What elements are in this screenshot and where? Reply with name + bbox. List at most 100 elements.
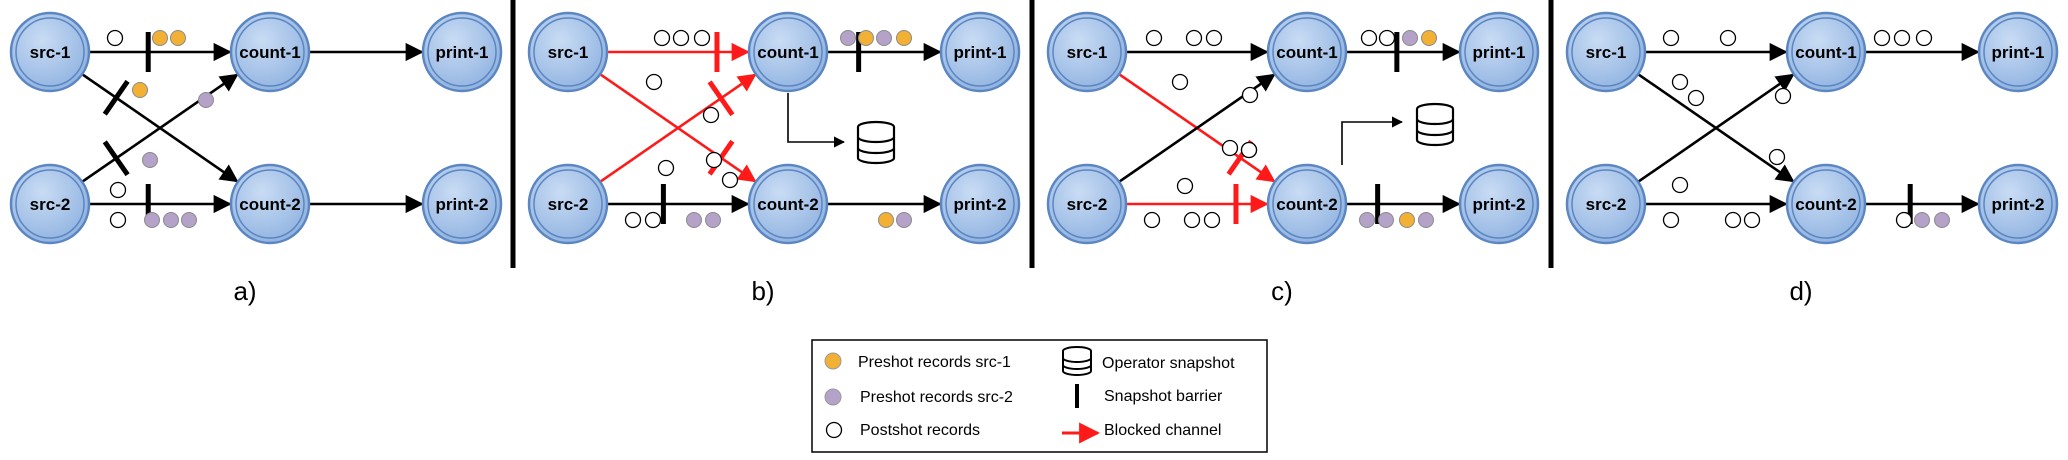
preshot-record-pre2: [1402, 30, 1418, 46]
panel-label: a): [233, 276, 256, 306]
operator-label: src-1: [548, 43, 589, 62]
postshot-record: [1768, 148, 1786, 166]
operator-node-src2: [1565, 163, 1647, 245]
operator-node-src2: [1046, 163, 1128, 245]
operator-node-src1: [1046, 11, 1128, 93]
operator-label: count-2: [239, 195, 300, 214]
preshot-record-pre1: [1421, 30, 1437, 46]
postshot-record: [1145, 29, 1163, 47]
operator-label: count-2: [757, 195, 818, 214]
operator-label: print-2: [1992, 195, 2045, 214]
operator-label: print-2: [954, 195, 1007, 214]
operator-node-print1: [421, 11, 503, 93]
operator-node-print2: [1977, 163, 2059, 245]
postshot-record: [672, 29, 690, 47]
database-icon: [1062, 346, 1092, 376]
postshot-record: [1895, 211, 1913, 229]
operator-label: print-2: [436, 195, 489, 214]
snapshot-write-arrow: [787, 93, 846, 148]
operator-label: src-2: [1067, 195, 1108, 214]
operator-label: print-1: [1992, 43, 2045, 62]
operator-node-print2: [939, 163, 1021, 245]
postshot-record: [721, 171, 739, 189]
preshot-record-pre2: [198, 92, 214, 108]
postshot-record: [109, 181, 127, 199]
panel-label: d): [1789, 276, 1812, 306]
postshot-record: [1205, 29, 1223, 47]
legend-postshot: Postshot records: [860, 422, 980, 439]
postshot-swatch: [825, 421, 843, 439]
preshot-record-pre2: [1934, 212, 1950, 228]
operator-node-count1: [229, 11, 311, 93]
postshot-record: [1671, 176, 1689, 194]
operator-label: print-2: [1473, 195, 1526, 214]
postshot-record: [705, 151, 723, 169]
operator-label: src-2: [548, 195, 589, 214]
snapshot-barrier: [707, 80, 735, 117]
operator-node-src1: [527, 11, 609, 93]
postshot-record: [653, 29, 671, 47]
preshot-record-pre2: [1359, 212, 1375, 228]
preshot-record-pre1: [132, 82, 148, 98]
preshot-record-pre2: [896, 212, 912, 228]
postshot-record: [1719, 29, 1737, 47]
postshot-record: [1743, 211, 1761, 229]
legend-box: [811, 339, 1268, 453]
preshot-record-pre2: [163, 212, 179, 228]
operator-label: src-2: [30, 195, 71, 214]
channel-s2c1: [81, 73, 239, 183]
preshot-record-pre2: [181, 212, 197, 228]
preshot-record-pre1: [858, 30, 874, 46]
channel-s2c1: [1637, 73, 1795, 183]
operator-node-count2: [1266, 163, 1348, 245]
operator-node-count2: [229, 163, 311, 245]
postshot-record: [1221, 139, 1239, 157]
operator-node-count1: [747, 11, 829, 93]
database-icon: [856, 120, 896, 165]
postshot-record: [1873, 29, 1891, 47]
panel-b: src-1 src-2 count-1 count-2 print-1 print-2 b): [527, 11, 1021, 306]
operator-node-print2: [1458, 163, 1540, 245]
preshot-src2-swatch: [824, 388, 842, 406]
operator-label: count-1: [1276, 43, 1337, 62]
operator-node-print1: [1458, 11, 1540, 93]
postshot-record: [1915, 29, 1933, 47]
snapshot-barrier: [102, 140, 130, 177]
postshot-record: [1378, 29, 1396, 47]
preshot-record-pre2: [1378, 212, 1394, 228]
operator-label: count-1: [239, 43, 300, 62]
postshot-record: [1143, 211, 1161, 229]
operator-node-print2: [421, 163, 503, 245]
operator-label: print-1: [1473, 43, 1526, 62]
postshot-record: [1241, 86, 1259, 104]
operator-node-count1: [1785, 11, 1867, 93]
operator-node-print1: [939, 11, 1021, 93]
operator-node-count1: [1266, 11, 1348, 93]
postshot-record: [1171, 73, 1189, 91]
operator-node-count2: [1785, 163, 1867, 245]
operator-label: src-2: [1586, 195, 1627, 214]
postshot-record: [109, 211, 127, 229]
operator-node-print1: [1977, 11, 2059, 93]
operator-label: count-2: [1795, 195, 1856, 214]
operator-label: count-1: [757, 43, 818, 62]
postshot-record: [1203, 211, 1221, 229]
panel-label: b): [751, 276, 774, 306]
snapshot-barrier: [102, 79, 130, 116]
operator-node-src2: [527, 163, 609, 245]
operator-label: print-1: [954, 43, 1007, 62]
legend: Preshot records src-1 Preshot records sr…: [811, 339, 1268, 453]
postshot-record: [1662, 211, 1680, 229]
legend-operator-snapshot: Operator snapshot: [1102, 355, 1235, 372]
legend-preshot-src1: Preshot records src-1: [858, 354, 1011, 371]
preshot-record-pre2: [876, 30, 892, 46]
channel-s2c1-blocked: [599, 73, 757, 183]
operator-label: src-1: [1586, 43, 1627, 62]
postshot-record: [693, 29, 711, 47]
postshot-record: [1185, 29, 1203, 47]
postshot-record: [657, 159, 675, 177]
